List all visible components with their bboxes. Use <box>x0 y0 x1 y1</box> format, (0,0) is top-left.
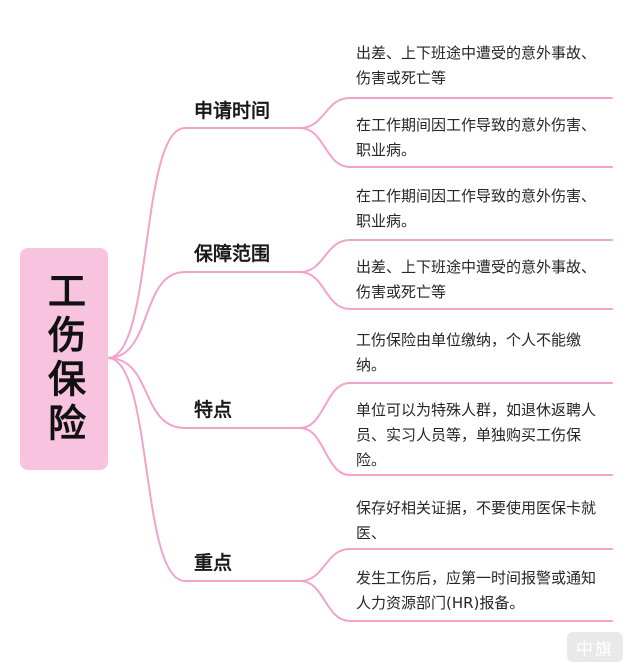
leaf-application-time-commute: 出差、上下班途中遭受的意外事故、伤害或死亡等 <box>356 44 597 87</box>
leaf-key-points-evidence: 保存好相关证据，不要使用医保卡就医、 <box>356 499 597 542</box>
leaf-key-points-report: 发生工伤后，应第一时间报警或通知人力资源部门(HR)报备。 <box>356 569 597 612</box>
leaf-coverage-work: 在工作期间因工作导致的意外伤害、职业病。 <box>356 187 597 230</box>
connector-root-branch-1 <box>107 271 186 359</box>
connector-branch-1-leaf-0 <box>299 239 351 273</box>
branch-label-coverage: 保障范围 <box>194 243 271 265</box>
connector-branch-0-leaf-0 <box>299 97 351 129</box>
leaf-features-employer-pays: 工伤保险由单位缴纳，个人不能缴纳。 <box>356 331 582 374</box>
branch-label-key-points: 重点 <box>194 552 233 574</box>
connector-root-branch-0 <box>107 127 186 359</box>
connector-branch-3-leaf-0 <box>299 548 351 582</box>
connector-branch-3-leaf-1 <box>299 580 351 622</box>
watermark-logo: 中旗 <box>567 632 623 662</box>
connector-branch-2-leaf-1 <box>299 427 351 476</box>
connector-branch-0-leaf-1 <box>299 127 351 168</box>
root-node: 工伤保险 <box>20 248 108 470</box>
leaf-application-time-work: 在工作期间因工作导致的意外伤害、职业病。 <box>356 116 597 159</box>
leaf-features-special-groups: 单位可以为特殊人群，如退休返聘人员、实习人员等，单独购买工伤保险。 <box>356 401 597 469</box>
connector-branch-2-leaf-0 <box>299 382 351 429</box>
leaf-coverage-commute: 出差、上下班途中遭受的意外事故、伤害或死亡等 <box>356 258 597 301</box>
connector-branch-1-leaf-1 <box>299 271 351 310</box>
connector-root-branch-2 <box>107 357 186 429</box>
branch-label-application-time: 申请时间 <box>194 100 271 122</box>
root-title: 工伤保险 <box>41 271 86 447</box>
branch-label-features: 特点 <box>194 399 233 421</box>
connector-root-branch-3 <box>107 357 186 582</box>
